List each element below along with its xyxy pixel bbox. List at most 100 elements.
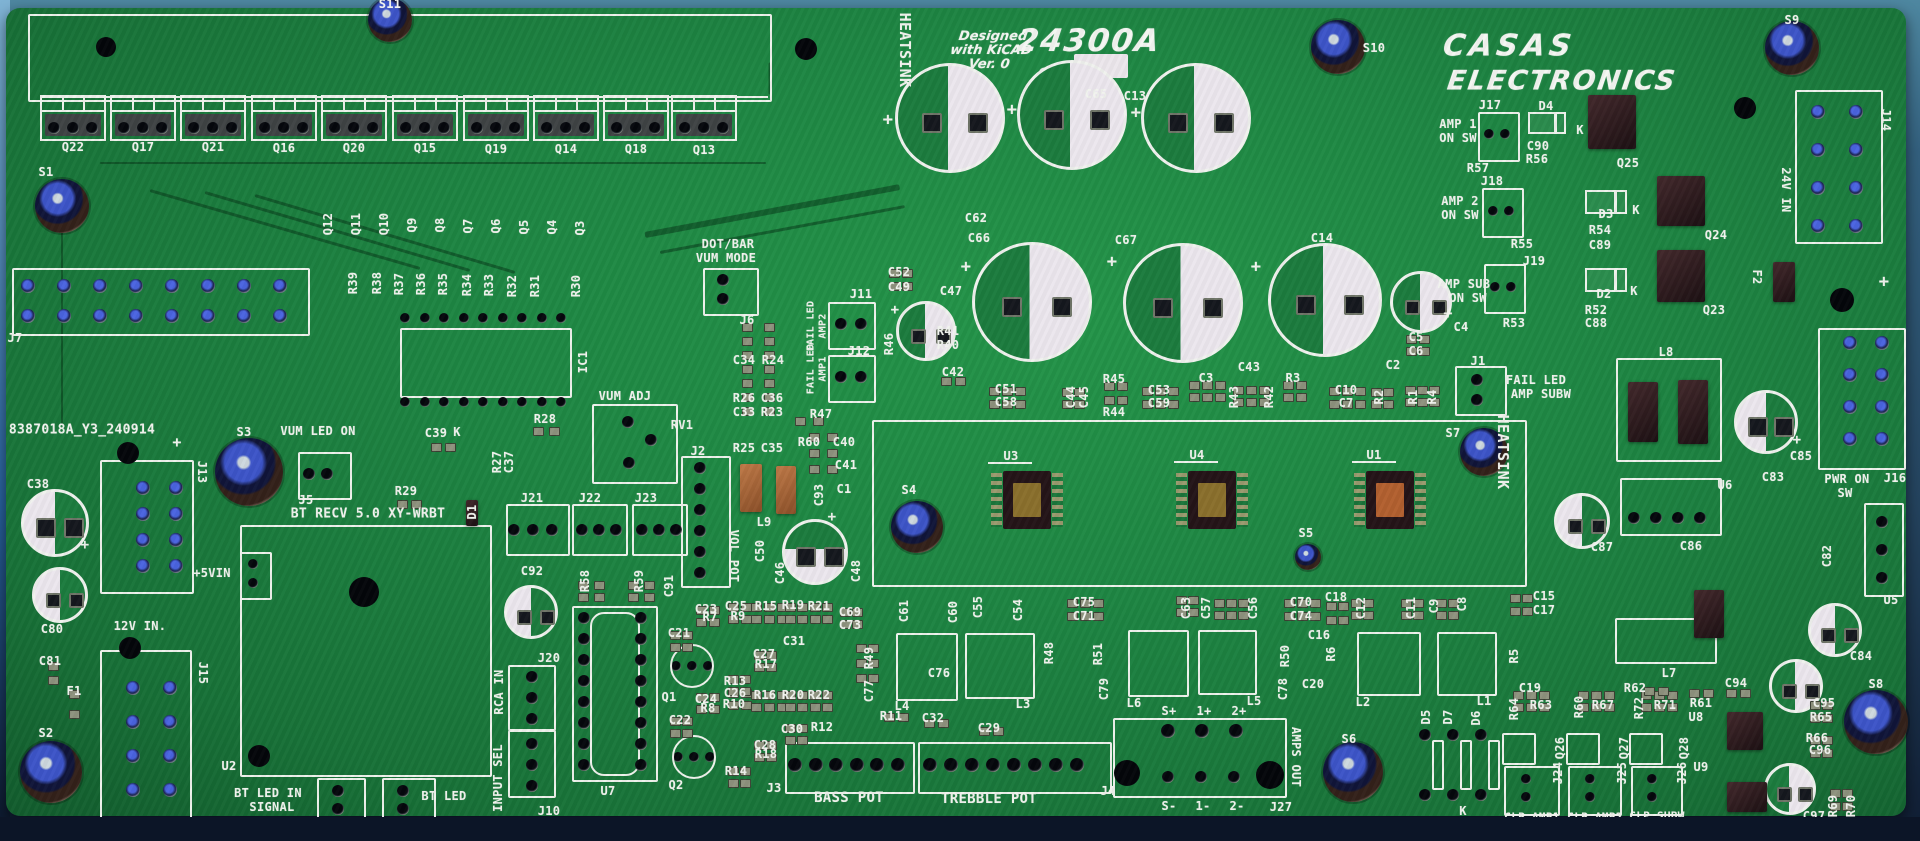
smd-pad	[888, 268, 900, 278]
smd-pad	[1188, 608, 1199, 617]
label-r19: R19	[781, 598, 805, 612]
pad-hole	[1875, 336, 1889, 350]
label-vum-led-on: VUM LED ON	[280, 424, 356, 438]
label-f1: F1	[66, 684, 82, 698]
pad-hole	[1506, 282, 1516, 292]
pad-hole	[1647, 774, 1657, 784]
pad-hole	[623, 457, 635, 469]
smd-pad	[810, 615, 821, 624]
label-j3: J3	[766, 781, 782, 795]
label-j6: J6	[739, 313, 755, 327]
pad-hole	[137, 122, 149, 134]
smd-pad	[822, 691, 833, 700]
label-c4: C4	[1453, 320, 1469, 334]
smd-pad	[989, 399, 1000, 409]
capacitor-pad	[910, 328, 926, 344]
label-s2: S2	[38, 726, 54, 740]
smd-pad	[740, 675, 751, 684]
smd-pad	[901, 281, 913, 291]
pad-hole	[526, 713, 538, 725]
pad-hole	[526, 671, 538, 683]
smd-pad	[48, 662, 59, 671]
smd-pad	[1080, 598, 1091, 608]
label-vol-pot: VOL POT	[727, 529, 741, 583]
label-+: +	[827, 509, 837, 525]
transistor-footprint	[603, 95, 669, 141]
pad-hole	[490, 122, 502, 134]
smd-pad	[797, 724, 808, 733]
label-q3: Q3	[573, 220, 587, 236]
silk-outline	[918, 742, 1112, 794]
label-ic1: IC1	[576, 350, 590, 374]
label-d3: D3	[1598, 207, 1614, 221]
label-c24: C24	[694, 692, 718, 706]
smd-pad	[1383, 400, 1394, 409]
smd-pad	[888, 281, 900, 291]
pad-hole	[1843, 400, 1857, 414]
label-r40: R40	[936, 338, 960, 352]
smd-pad	[682, 631, 693, 640]
pad-hole	[1475, 729, 1487, 741]
label-c30: C30	[780, 722, 804, 736]
transistor-footprint	[392, 95, 458, 141]
label-c79: C79	[1097, 677, 1111, 701]
label-l3: L3	[1015, 697, 1031, 711]
diode-footprint	[1528, 112, 1566, 134]
label-signal: SIGNAL	[249, 800, 295, 814]
smd-pad	[728, 687, 739, 696]
pad-hole	[67, 122, 79, 134]
label-q24: Q24	[1704, 228, 1728, 242]
smd-component-body	[1657, 250, 1705, 302]
label-r2: R2	[1372, 389, 1386, 405]
pad-hole	[536, 313, 547, 323]
mounting-screw	[1765, 21, 1819, 75]
capacitor-pad	[1843, 627, 1859, 643]
smd-pad	[708, 606, 720, 615]
pad-hole	[855, 318, 867, 330]
pad-hole	[835, 371, 847, 383]
label-r17: R17	[754, 657, 778, 671]
smd-pad	[628, 581, 639, 590]
label-r38: R38	[370, 271, 384, 295]
label-+: +	[1792, 432, 1802, 448]
label-r41: R41	[936, 324, 960, 338]
label-c80: C80	[40, 622, 64, 636]
silk-outline	[1432, 740, 1444, 790]
label-c14: C14	[1310, 231, 1334, 245]
label-8387018a-y3-240914: 8387018A_Y3_240914	[8, 422, 156, 438]
capacitor-pad	[69, 592, 85, 608]
silk-outline	[785, 742, 915, 794]
smd-pad	[1310, 611, 1321, 621]
pad-hole	[1650, 512, 1662, 524]
smd-pad	[1233, 398, 1244, 407]
smd-pad	[1189, 381, 1200, 390]
label-c57: C57	[1199, 596, 1213, 620]
label-c46: C46	[773, 561, 787, 585]
label-u9: U9	[1693, 760, 1709, 774]
silk-outline	[12, 268, 310, 336]
electrolytic-capacitor	[1268, 243, 1382, 357]
smd-pad	[1295, 381, 1307, 390]
smd-component-body	[1694, 590, 1724, 638]
smd-pad	[578, 581, 589, 590]
pad-hole	[48, 122, 60, 134]
label-c90: C90	[1526, 139, 1550, 153]
pad-hole	[126, 681, 140, 695]
smd-pad	[785, 691, 796, 700]
label-q17: Q17	[131, 140, 155, 154]
label-c43: C43	[1237, 360, 1261, 374]
smd-pad	[742, 337, 753, 346]
label-q21: Q21	[201, 140, 225, 154]
silk-outline	[1566, 733, 1600, 765]
silk-outline	[508, 730, 556, 798]
pad-hole	[136, 481, 150, 495]
label-r57: R57	[1466, 161, 1490, 175]
label-q13: Q13	[692, 143, 716, 157]
smd-pad	[797, 603, 808, 612]
pad-hole	[1471, 394, 1483, 406]
label-c82: C82	[1820, 544, 1834, 568]
label-amps-out: AMPS OUT	[1289, 726, 1303, 788]
mounting-screw	[20, 741, 82, 803]
label-c5: C5	[1408, 330, 1424, 344]
smd-pad	[670, 643, 681, 652]
